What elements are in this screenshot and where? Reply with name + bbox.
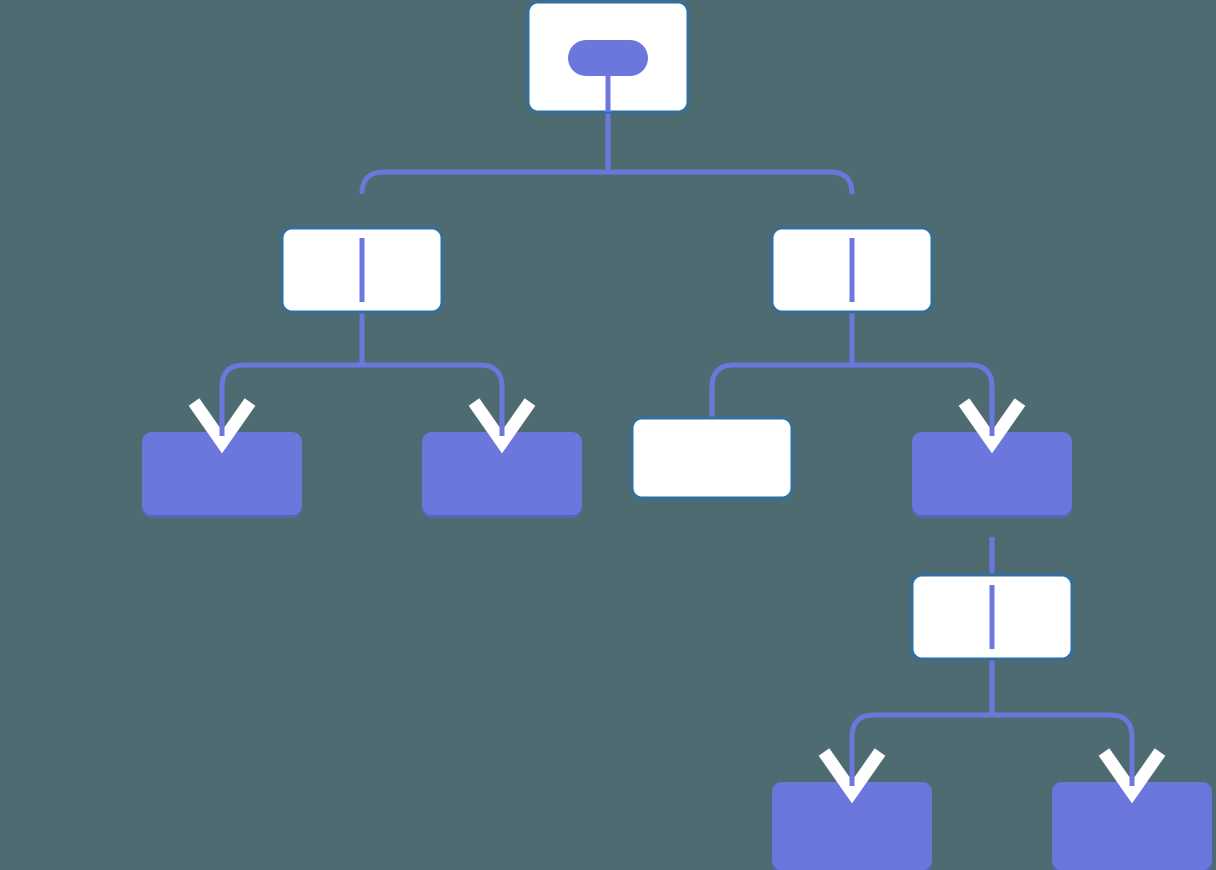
chevron-icon [818, 748, 886, 804]
arrowhead-to-leaf-3 [818, 748, 886, 804]
chevron-icon [188, 398, 256, 454]
white-leaf-node-body[interactable] [630, 416, 794, 500]
root-node[interactable] [526, 0, 690, 114]
leaf-node-4[interactable] [1052, 782, 1212, 870]
leaf-node-1-body[interactable] [142, 432, 302, 515]
root-node-stem [605, 58, 611, 112]
leaf-node-3[interactable] [772, 782, 932, 870]
branch-node-left-passthrough-line [359, 238, 365, 302]
chevron-icon [958, 398, 1026, 454]
bus-level-2-right-right[interactable] [852, 362, 995, 388]
leaf-node-3-body[interactable] [772, 782, 932, 870]
arrowhead-to-deep-branch [958, 398, 1026, 454]
bus-level-2-left-left[interactable] [219, 362, 362, 388]
bus-level-4-left[interactable] [849, 712, 992, 738]
bus-level-1-right[interactable] [608, 169, 855, 195]
bus-level-1-left[interactable] [359, 169, 608, 195]
leaf-node-2[interactable] [422, 432, 582, 518]
arrowhead-to-leaf-1 [188, 398, 256, 454]
branch-node-deep-body[interactable] [912, 432, 1072, 515]
leaf-node-2-body[interactable] [422, 432, 582, 515]
chevron-icon [468, 398, 536, 454]
arrowhead-to-leaf-4 [1098, 748, 1166, 804]
sub-branch-node[interactable] [910, 573, 1074, 661]
node-layer [142, 0, 1212, 870]
sub-branch-node-passthrough-line [989, 585, 995, 649]
branch-node-deep[interactable] [912, 432, 1072, 518]
branch-node-left[interactable] [280, 226, 444, 314]
arrowhead-to-leaf-2 [468, 398, 536, 454]
chevron-icon [1098, 748, 1166, 804]
bus-level-4-right[interactable] [992, 712, 1135, 738]
bus-level-2-right-left[interactable] [709, 362, 852, 388]
white-leaf-node[interactable] [630, 416, 794, 500]
leaf-node-1[interactable] [142, 432, 302, 518]
branch-node-right[interactable] [770, 226, 934, 314]
branch-node-right-passthrough-line [849, 238, 855, 302]
leaf-node-4-body[interactable] [1052, 782, 1212, 870]
bus-level-2-left-right[interactable] [362, 362, 505, 388]
arrowhead-layer [188, 398, 1166, 804]
